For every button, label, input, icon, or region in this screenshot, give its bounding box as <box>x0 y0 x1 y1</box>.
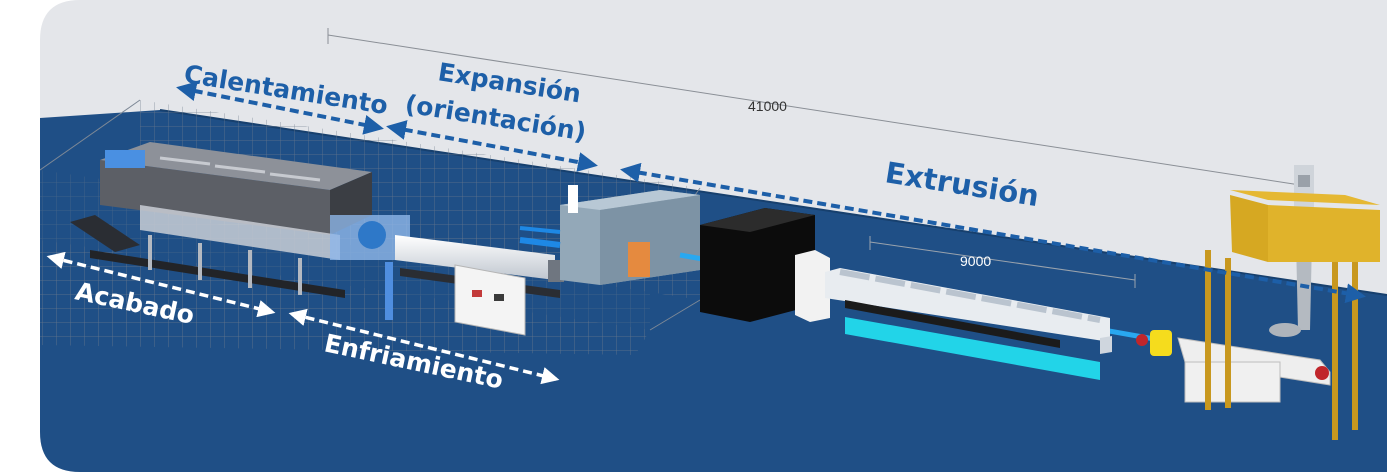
expansion-arrow <box>386 120 598 172</box>
puller-unit <box>700 208 830 322</box>
enfriamiento-arrow <box>288 308 560 385</box>
extrusion-arrow <box>620 162 1366 304</box>
extruder <box>1136 330 1331 403</box>
calentamiento-arrow <box>176 81 384 135</box>
acabado-arrow <box>46 251 276 318</box>
bath-dimension-value: 9000 <box>960 253 991 269</box>
heating-ovens <box>100 142 372 235</box>
overall-dimension-value: 41000 <box>748 98 787 114</box>
